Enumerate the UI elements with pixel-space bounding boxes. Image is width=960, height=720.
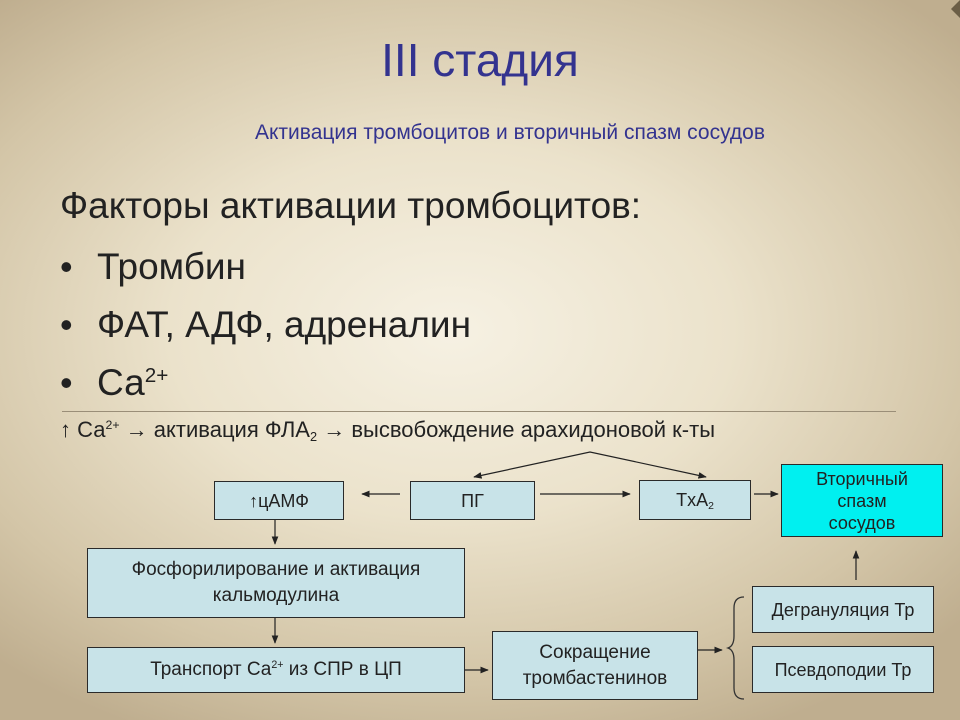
degranulation-box: Дегрануляция Тр	[752, 586, 934, 633]
bullet-icon: •	[60, 246, 73, 287]
pg-label: ПГ	[461, 490, 484, 511]
phosphorylation-label: Фосфорилирование и активация кальмодулин…	[132, 557, 421, 609]
calcium-label: Са	[77, 417, 106, 442]
right-arrow-icon: →	[323, 417, 346, 442]
bullet-icon: •	[60, 304, 73, 345]
phosphorylation-line: кальмодулина	[212, 585, 340, 606]
up-arrow-icon: ↑	[60, 417, 71, 442]
spasm-box: Вторичный спазм сосудов	[781, 464, 943, 537]
corner-triangle-icon	[951, 0, 960, 18]
activation-text: активация ФЛА	[153, 417, 310, 442]
pseudopodia-box: Псевдоподии Тр	[752, 646, 934, 693]
degranulation-label: Дегрануляция Тр	[771, 599, 915, 620]
txa-subscript: 2	[708, 501, 714, 513]
contraction-label: Сокращение тромбастенинов	[523, 640, 668, 692]
contraction-line: тромбастенинов	[522, 667, 668, 689]
factors-heading: Факторы активации тромбоцитов:	[60, 185, 642, 226]
separator-line	[62, 411, 896, 412]
factor-text: Са	[97, 362, 145, 403]
txa-text: TxA	[676, 490, 709, 510]
factor-text: ФАТ, АДФ, адреналин	[97, 304, 472, 345]
factor-superscript: 2+	[144, 364, 169, 388]
fork-arrow	[473, 451, 707, 479]
pg-box: ПГ	[410, 481, 535, 520]
contraction-box: Сокращение тромбастенинов	[492, 631, 698, 700]
calcium-charge: 2+	[105, 418, 120, 433]
spasm-line: спазм	[837, 490, 887, 511]
contraction-line: Сокращение	[539, 641, 651, 663]
spasm-label: Вторичный спазм сосудов	[816, 468, 908, 534]
transport-text: Транспорт Са	[150, 659, 272, 680]
transport-label: Транспорт Са2+ из СПР в ЦП	[150, 659, 402, 681]
cascade-formula: ↑ Са2+ → активация ФЛА2 → высвобождение …	[60, 416, 715, 444]
slide-subtitle: Активация тромбоцитов и вторичный спазм …	[255, 121, 765, 144]
spasm-line: сосудов	[828, 512, 896, 533]
phosphorylation-box: Фосфорилирование и активация кальмодулин…	[87, 548, 465, 618]
txa-label: TxA2	[676, 489, 714, 513]
factor-text: Тромбин	[97, 246, 246, 287]
pseudopodia-label: Псевдоподии Тр	[774, 659, 912, 680]
slide-title: III стадия	[381, 34, 579, 86]
right-arrow-icon: →	[125, 417, 148, 442]
transport-superscript: 2+	[271, 659, 284, 672]
txa-box: TxA2	[639, 480, 751, 520]
spasm-line: Вторичный	[816, 468, 908, 489]
phosphorylation-line: Фосфорилирование и активация	[131, 559, 421, 580]
release-text: высвобождение арахидоновой к-ты	[351, 417, 716, 442]
camp-box: ↑цАМФ	[214, 481, 344, 520]
fla-subscript: 2	[309, 429, 318, 445]
bullet-icon: •	[60, 362, 73, 403]
transport-box: Транспорт Са2+ из СПР в ЦП	[87, 647, 465, 693]
transport-text-end: из СПР в ЦП	[283, 659, 402, 680]
camp-label: ↑цАМФ	[249, 490, 309, 511]
effects-brace	[725, 596, 745, 700]
